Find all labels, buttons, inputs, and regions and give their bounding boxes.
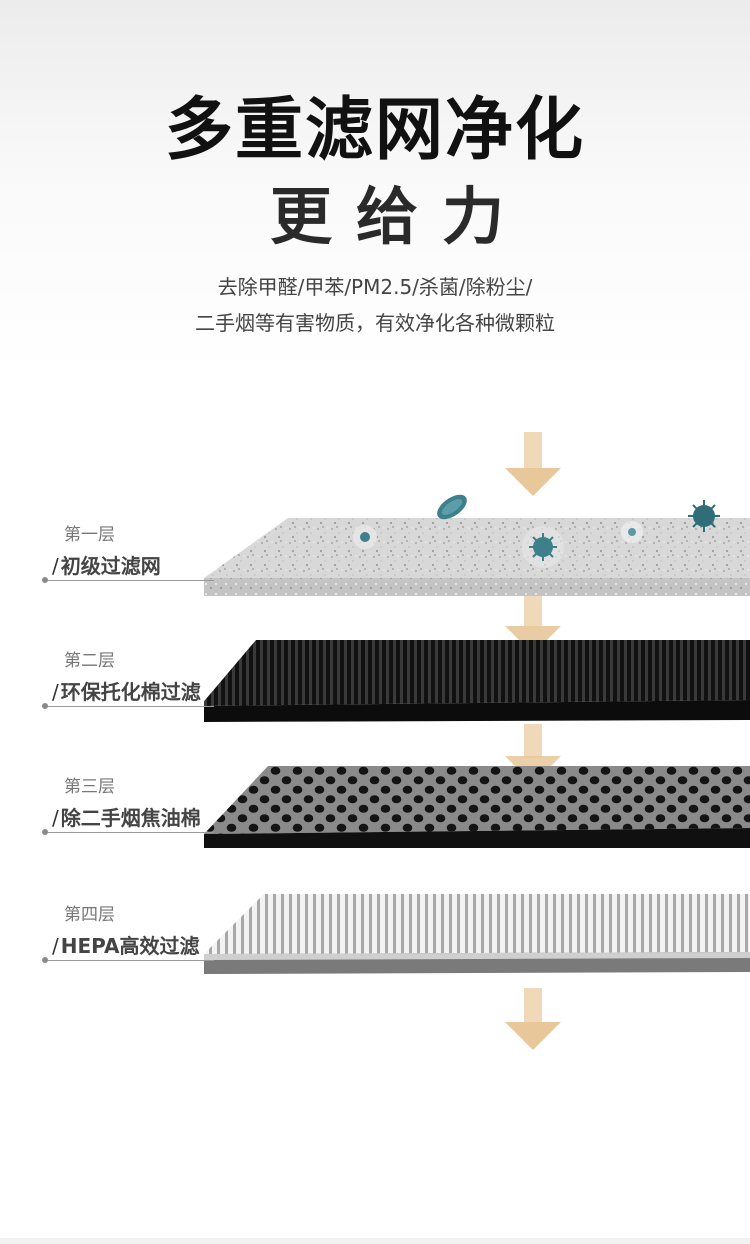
layer-label-1: 第一层 /初级过滤网 xyxy=(42,520,224,590)
down-arrow-icon xyxy=(505,988,561,1050)
virus-icon xyxy=(688,500,720,532)
virus-icon xyxy=(353,525,377,549)
layer-name-text: 初级过滤网 xyxy=(60,554,161,578)
bacteria-icon xyxy=(437,494,467,520)
description-line-2: 二手烟等有害物质，有效净化各种微颗粒 xyxy=(195,311,555,335)
leader-line xyxy=(44,580,214,581)
virus-icon xyxy=(621,521,643,543)
headline-title: 多重滤网净化 xyxy=(164,91,585,170)
leader-dot xyxy=(42,577,48,583)
layer-number: 第三层 xyxy=(64,777,115,797)
layer-name-text: 环保托化棉过滤 xyxy=(60,680,201,704)
filter-layer-3 xyxy=(204,766,750,850)
headline-subtitle: 更给力 xyxy=(269,180,528,253)
leader-dot xyxy=(42,957,48,963)
layer-number: 第一层 xyxy=(64,525,115,545)
leader-line xyxy=(44,706,214,707)
filter-layer-1 xyxy=(204,512,750,602)
layer-label-4: 第四层 /HEPA高效过滤 xyxy=(42,900,224,970)
flow-arrow-4 xyxy=(505,988,561,1052)
filter-layer-2 xyxy=(204,640,750,724)
leader-line xyxy=(44,832,214,833)
layer-number: 第四层 xyxy=(64,905,115,925)
layer-name: /环保托化棉过滤 xyxy=(52,680,201,704)
leader-line xyxy=(44,960,214,961)
down-arrow-icon xyxy=(505,432,561,496)
flow-arrow-1 xyxy=(505,432,561,498)
layer-number: 第二层 xyxy=(64,651,115,671)
layer-label-2: 第二层 /环保托化棉过滤 xyxy=(42,646,224,716)
virus-icon xyxy=(522,526,564,568)
layer-name-text: HEPA高效过滤 xyxy=(60,934,200,958)
leader-dot xyxy=(42,703,48,709)
layer-name: /除二手烟焦油棉 xyxy=(52,806,201,830)
layer-name: /HEPA高效过滤 xyxy=(52,934,200,958)
layer-name-text: 除二手烟焦油棉 xyxy=(60,806,201,830)
filter-layer-4 xyxy=(204,892,750,976)
description-line-1: 去除甲醛/甲苯/PM2.5/杀菌/除粉尘/ xyxy=(217,275,533,299)
layer-label-3: 第三层 /除二手烟焦油棉 xyxy=(42,772,224,842)
layer-name: /初级过滤网 xyxy=(52,554,161,578)
leader-dot xyxy=(42,829,48,835)
bottom-divider xyxy=(0,1238,750,1244)
